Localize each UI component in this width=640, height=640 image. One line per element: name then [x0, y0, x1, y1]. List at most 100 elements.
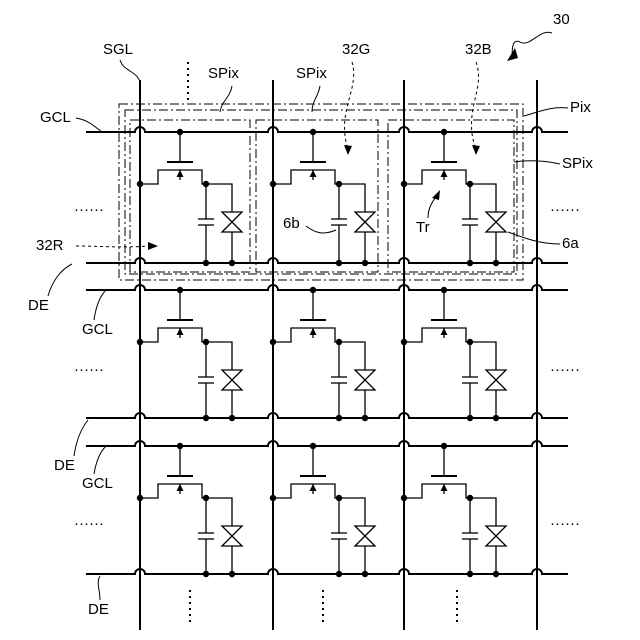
source-junction — [401, 181, 407, 187]
arrow-32b — [472, 145, 480, 155]
label-sgl: SGL — [103, 41, 133, 58]
label-de-3: DE — [88, 601, 109, 618]
figure-reference: 30 — [507, 11, 570, 61]
leader-de-2 — [74, 420, 88, 456]
transistor-channel — [273, 484, 365, 526]
leader-6a — [508, 232, 560, 244]
transistor-arrow — [310, 170, 317, 177]
gate-line-gcl-1 — [86, 127, 568, 132]
transistor-arrow — [441, 484, 448, 491]
transistor-channel — [140, 170, 232, 212]
label-32r: 32R — [36, 237, 64, 254]
source-junction — [137, 339, 143, 345]
subpixel-frame-spix-3 — [388, 120, 514, 272]
source-junction — [401, 495, 407, 501]
arrow-tr — [432, 190, 440, 200]
annotations: SGL SPix SPix 32G 32B GCL Pix SPix 6b Tr… — [28, 41, 593, 618]
display-junction-de — [362, 415, 368, 421]
display-junction-de — [493, 571, 499, 577]
display-junction-de — [493, 260, 499, 266]
transistor-channel — [273, 170, 365, 212]
pixel-frame-inner — [125, 110, 517, 274]
transistor-channel — [273, 328, 365, 370]
source-junction — [270, 181, 276, 187]
cap-junction-de — [203, 571, 209, 577]
display-junction-de — [229, 571, 235, 577]
leader-pix — [524, 108, 568, 116]
label-gcl-2: GCL — [82, 321, 113, 338]
cap-junction-de — [203, 415, 209, 421]
reference-leader — [512, 32, 552, 58]
ellipsis-left-row2: ······ — [74, 361, 104, 378]
transistor-arrow — [441, 328, 448, 335]
transistor-arrow — [177, 328, 184, 335]
transistor-channel — [404, 484, 496, 526]
leader-spix-1 — [220, 86, 232, 112]
label-6b: 6b — [283, 215, 300, 232]
display-element — [355, 212, 375, 232]
reference-number-30: 30 — [553, 11, 570, 28]
leader-spix-2 — [312, 86, 320, 112]
display-element — [355, 370, 375, 390]
ellipsis-right-row2: ······ — [550, 361, 580, 378]
transistor-arrow — [441, 170, 448, 177]
transistor-arrow — [310, 484, 317, 491]
label-pix: Pix — [570, 99, 591, 116]
ellipsis-right-row1: ······ — [550, 201, 580, 218]
label-6a: 6a — [562, 235, 579, 252]
display-junction-de — [229, 415, 235, 421]
subpixel-r2-c3 — [401, 287, 506, 421]
source-junction — [270, 495, 276, 501]
leader-6b — [306, 226, 336, 233]
arrow-32r — [148, 242, 158, 250]
cap-junction-de — [467, 571, 473, 577]
display-junction-de — [229, 260, 235, 266]
transistor-arrow — [310, 328, 317, 335]
source-junction — [401, 339, 407, 345]
cap-junction-de — [467, 415, 473, 421]
leader-de-1 — [48, 264, 72, 296]
label-gcl-1: GCL — [40, 109, 71, 126]
label-gcl-3: GCL — [82, 475, 113, 492]
subpixel-r2-c1 — [137, 287, 242, 421]
subpixel-r2-c2 — [270, 287, 375, 421]
leader-de-3 — [98, 576, 100, 600]
gate-line-gcl-3 — [86, 441, 568, 446]
cap-junction-de — [467, 260, 473, 266]
cap-junction-de — [203, 260, 209, 266]
display-element — [486, 370, 506, 390]
label-de-2: DE — [54, 457, 75, 474]
transistor-channel — [404, 170, 496, 212]
cap-junction-de — [336, 415, 342, 421]
subpixel-circuits — [137, 129, 506, 577]
display-element — [222, 526, 242, 546]
leader-gcl-3 — [94, 446, 106, 474]
gate-line-gcl-2 — [86, 285, 568, 290]
display-element — [486, 212, 506, 232]
leader-32g — [345, 62, 354, 150]
subpixel-r3-c2 — [270, 443, 375, 577]
source-junction — [137, 181, 143, 187]
ellipsis-left-row3: ······ — [74, 515, 104, 532]
subpixel-r1-c2 — [270, 129, 375, 266]
arrow-32g — [344, 145, 352, 155]
label-32g: 32G — [342, 41, 370, 58]
ellipsis-right-row3: ······ — [550, 515, 580, 532]
display-junction-de — [362, 260, 368, 266]
label-32b: 32B — [465, 41, 492, 58]
display-element — [222, 370, 242, 390]
transistor-channel — [140, 484, 232, 526]
transistor-arrow — [177, 484, 184, 491]
display-junction-de — [493, 415, 499, 421]
leader-32r — [76, 246, 150, 247]
source-junction — [137, 495, 143, 501]
leader-32b — [471, 62, 478, 150]
continuation-marks: ······ ······ ······ ······ ······ ·····… — [74, 62, 580, 626]
source-junction — [270, 339, 276, 345]
leader-gcl-2 — [94, 290, 106, 320]
subpixel-r1-c3 — [401, 129, 506, 266]
display-element — [222, 212, 242, 232]
transistor-arrow — [177, 170, 184, 177]
display-junction-de — [362, 571, 368, 577]
